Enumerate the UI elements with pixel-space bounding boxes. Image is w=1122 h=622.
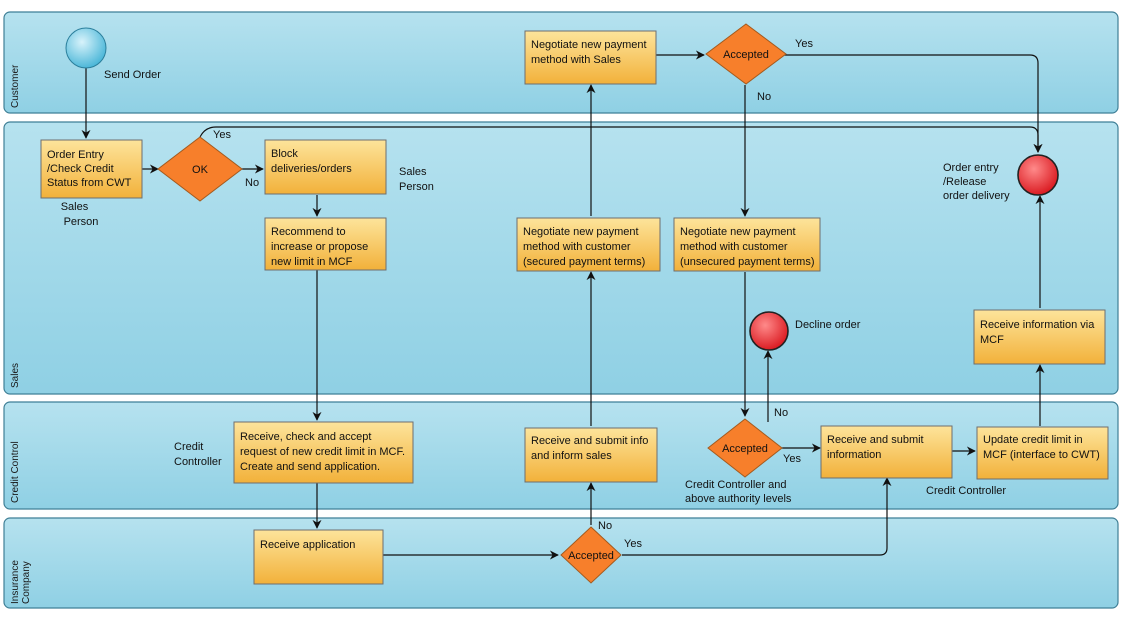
task-recommend: Recommend to increase or propose new lim…: [264, 217, 387, 271]
svg-text:Receive and submit infor: Receive and submit information: [827, 434, 927, 461]
end-event-decline: [749, 311, 789, 351]
task-receive-submit-inform-sales: Receive and submit info and inform sales: [524, 427, 658, 483]
task-receive-submit-information: Receive and submit information: [820, 425, 953, 479]
label-customer-no: No: [757, 91, 771, 103]
end-event-decline-label: Decline order: [795, 319, 861, 331]
role-credit-controller-2: Credit Controller: [926, 485, 1006, 497]
svg-text:Block deliveries/orders: Block deliveries/orders: [271, 148, 352, 175]
task-receive-info-mcf: Receive information via MCF: [973, 309, 1106, 365]
start-event-label: Send Order: [104, 69, 161, 81]
label-ins-no: No: [598, 520, 612, 532]
task-block-deliveries: Block deliveries/orders: [264, 139, 387, 195]
lane-insurance-company-label: InsuranceCompany: [10, 560, 32, 604]
svg-text:Recommend to increase or: Recommend to increase or propose new lim…: [271, 226, 371, 268]
task-negotiate-secured: Negotiate new payment method with custom…: [516, 217, 661, 272]
task-negotiate-unsecured: Negotiate new payment method with custom…: [673, 217, 821, 272]
svg-text:Negotiate new payment me: Negotiate new payment method with custom…: [680, 226, 815, 268]
svg-text:Order Entry /Check Credi: Order Entry /Check Credit Status from CW…: [47, 149, 132, 189]
label-customer-yes: Yes: [795, 38, 813, 50]
task-receive-application: Receive application: [253, 529, 384, 585]
label-ok-yes: Yes: [213, 129, 231, 141]
lane-customer-label: Customer: [10, 64, 21, 108]
flow-cust-accepted-yes-to-release: [783, 54, 1043, 153]
svg-text:Negotiate new payment me: Negotiate new payment method with custom…: [523, 226, 645, 268]
svg-text:Receive, check and accept: Receive, check and accept request of new…: [240, 431, 408, 473]
svg-text:Receive information via: Receive information via MCF: [980, 319, 1097, 346]
role-sales-person-1: Sales Person: [61, 201, 99, 228]
role-credit-controller-above: Credit Controller and above authority le…: [685, 479, 792, 505]
label-cc-yes: Yes: [783, 453, 801, 465]
label-ok-no: No: [245, 177, 259, 189]
label-ins-yes: Yes: [624, 538, 642, 550]
gateway-customer-accepted: Accepted: [705, 23, 787, 85]
flow-ins-yes-to-receive-submit-information: [622, 477, 892, 556]
role-credit-controller-1: Credit Controller: [174, 441, 222, 468]
lane-credit-control-label: Credit Control: [10, 441, 21, 503]
lane-insurance-company: InsuranceCompany: [3, 517, 1119, 609]
end-event-release-label: Order entry /Release order delivery: [943, 162, 1010, 202]
svg-text:Receive application: Receive application: [260, 539, 355, 551]
lane-sales-label: Sales: [10, 363, 21, 388]
svg-text:Accepted: Accepted: [723, 49, 769, 61]
svg-text:Receive and submit info: Receive and submit info and inform sales: [531, 435, 651, 462]
task-update-credit-limit: Update credit limit in MCF (interface to…: [976, 426, 1109, 480]
role-sales-person-2: Sales Person: [399, 166, 434, 193]
svg-text:Negotiate new payment me: Negotiate new payment method with Sales: [531, 39, 650, 66]
end-event-release: [1017, 154, 1059, 196]
svg-text:Accepted: Accepted: [722, 443, 768, 455]
gateway-insurance-accepted: Accepted: [560, 526, 622, 584]
label-cc-no: No: [774, 407, 788, 419]
svg-text:OK: OK: [192, 164, 209, 176]
task-order-entry: Order Entry /Check Credit Status from CW…: [40, 139, 143, 199]
svg-text:Update credit limit in M: Update credit limit in MCF (interface to…: [983, 434, 1100, 461]
task-negotiate-with-sales: Negotiate new payment method with Sales: [524, 30, 657, 85]
task-receive-check-accept: Receive, check and accept request of new…: [233, 421, 414, 484]
flows: [81, 50, 1045, 560]
gateway-ok: OK: [157, 136, 243, 202]
lane-insurance-company-label-line2: Company: [21, 561, 32, 604]
gateway-credit-control-accepted: Accepted: [707, 418, 783, 478]
start-event: [65, 27, 107, 69]
svg-text:Accepted: Accepted: [568, 550, 614, 562]
